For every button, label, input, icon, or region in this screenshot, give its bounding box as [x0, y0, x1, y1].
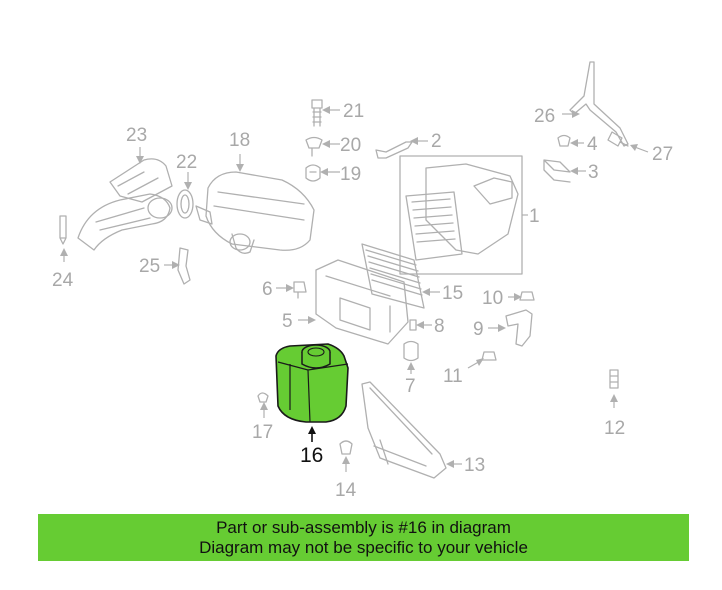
- part-16-highlighted-resonator[interactable]: [275, 343, 349, 442]
- part-25-bracket: [164, 247, 191, 285]
- part-14-clip: [339, 440, 353, 472]
- callout-12: 12: [604, 418, 625, 439]
- callout-18: 18: [229, 130, 250, 151]
- intake-hose: [77, 193, 173, 251]
- part-19-grommet: [305, 164, 340, 182]
- callout-1: 1: [529, 206, 540, 227]
- part-1-air-cleaner-case: [399, 155, 528, 275]
- callout-6: 6: [262, 279, 273, 300]
- callout-5: 5: [282, 311, 293, 332]
- part-18-resonator: [195, 154, 315, 254]
- callout-24: 24: [52, 270, 74, 291]
- part-27-sensor: [607, 131, 649, 153]
- callout-8: 8: [434, 316, 445, 337]
- part-13-air-duct: [361, 381, 462, 479]
- callout-15: 15: [442, 283, 463, 304]
- part-22-clamp: [176, 172, 194, 219]
- callout-3: 3: [588, 162, 599, 183]
- part-17-clip: [257, 392, 269, 418]
- callout-11: 11: [443, 366, 463, 387]
- part-26-bracket-rod: [562, 61, 629, 147]
- callout-10: 10: [482, 288, 503, 309]
- callout-26: 26: [534, 106, 555, 127]
- notice-line-2: Diagram may not be specific to your vehi…: [199, 538, 528, 557]
- notice-line-1: Part or sub-assembly is #16 in diagram: [216, 518, 511, 537]
- part-11-nut: [467, 351, 497, 369]
- part-23-intake-duct: [109, 147, 173, 203]
- part-8-grommet: [409, 319, 432, 331]
- callout-21: 21: [343, 101, 364, 122]
- callout-2: 2: [431, 131, 442, 152]
- part-12-bolt: [609, 369, 619, 408]
- part-3-connector: [543, 159, 586, 183]
- part-9-bracket: [488, 309, 533, 347]
- callout-4: 4: [587, 134, 598, 155]
- callout-23: 23: [126, 125, 147, 146]
- part-24-pin: [59, 215, 68, 262]
- callout-17: 17: [252, 422, 273, 443]
- part-15-filter-element: [361, 243, 440, 309]
- callout-14: 14: [335, 480, 357, 501]
- callout-16-highlighted: 16: [300, 444, 323, 467]
- callout-22: 22: [176, 152, 197, 173]
- callout-25: 25: [139, 256, 160, 277]
- callout-13: 13: [464, 455, 485, 476]
- callout-20: 20: [340, 135, 361, 156]
- callout-7: 7: [405, 376, 416, 397]
- exploded-parts-diagram: 1 2 3 4 5 6 7 8 9 10 11 12 13 14 15 16 1…: [52, 61, 673, 501]
- part-20-clip: [305, 136, 340, 157]
- part-7-grommet: [403, 340, 419, 374]
- part-6-clip: [276, 281, 307, 299]
- part-4-bolt: [557, 134, 584, 147]
- callout-19: 19: [340, 164, 361, 185]
- callout-27: 27: [652, 144, 673, 165]
- part-5-lower-case: [298, 259, 409, 345]
- part-2-bracket: [375, 137, 428, 159]
- callout-9: 9: [473, 319, 484, 340]
- part-10-nut: [508, 291, 535, 301]
- part-21-bolt: [311, 99, 340, 127]
- notice-banner: Part or sub-assembly is #16 in diagram D…: [38, 514, 689, 561]
